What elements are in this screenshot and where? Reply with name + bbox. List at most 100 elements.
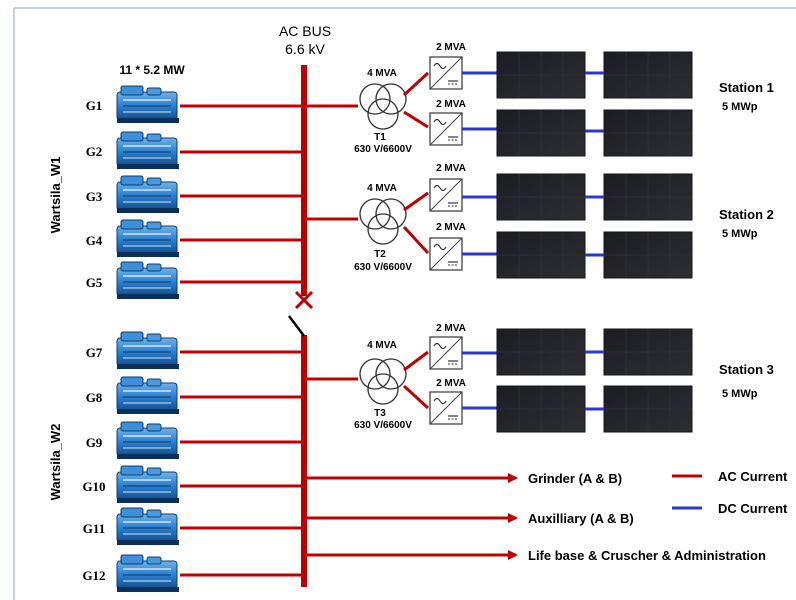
load-label: Life base & Cruscher & Administration [528, 548, 766, 563]
transformer-icon [359, 83, 407, 130]
generator-g5: G5 [86, 261, 304, 300]
generator-icon [116, 85, 180, 124]
inverter-rating: 2 MVA [436, 42, 466, 53]
generator-g12: G12 [82, 554, 304, 593]
transformer-id: T1 [374, 132, 386, 143]
station-2: 4 MVA T2 630 V/6600V 2 MVA 2 MVA Station… [304, 163, 774, 279]
pv-array-icon [603, 51, 693, 99]
transformer-rating: 4 MVA [367, 68, 397, 79]
pv-array-icon [496, 328, 586, 376]
inverter-icon [429, 112, 463, 146]
transformer-icon [359, 198, 407, 245]
transformer-id: T3 [374, 408, 386, 419]
generator-icon [116, 376, 180, 415]
generator-g11: G11 [83, 507, 304, 546]
group-label-w2: Wartsila_W2 [48, 424, 63, 501]
generator-label: G12 [82, 568, 105, 583]
generator-g1: G1 [86, 85, 304, 124]
generator-label: G8 [86, 390, 103, 405]
pv-array-icon [603, 109, 693, 157]
load-life-base: Life base & Cruscher & Administration [304, 548, 766, 563]
generator-icon [116, 465, 180, 504]
load-label: Grinder (A & B) [528, 471, 622, 486]
generator-g7: G7 [86, 331, 304, 370]
inverter-icon [429, 391, 463, 425]
generator-g9: G9 [86, 421, 304, 460]
inverter-rating: 2 MVA [436, 323, 466, 334]
generator-g8: G8 [86, 376, 304, 415]
station-capacity: 5 MWp [722, 388, 758, 400]
generator-icon [116, 175, 180, 214]
generator-label: G5 [86, 275, 103, 290]
legend-dc-label: DC Current [718, 501, 788, 516]
transformer-ratio: 630 V/6600V [354, 262, 412, 273]
generator-g4: G4 [86, 219, 304, 258]
transformer-rating: 4 MVA [367, 183, 397, 194]
inverter-icon [429, 56, 463, 90]
generator-label: G2 [86, 144, 103, 159]
transformer-ratio: 630 V/6600V [354, 420, 412, 431]
bus-voltage: 6.6 kV [285, 41, 325, 57]
station-capacity: 5 MWp [722, 101, 758, 113]
inverter-icon [429, 178, 463, 212]
inverter-icon [429, 237, 463, 271]
transformer-rating: 4 MVA [367, 340, 397, 351]
generator-label: G9 [86, 435, 103, 450]
transformer-id: T2 [374, 249, 386, 260]
load-label: Auxilliary (A & B) [528, 511, 634, 526]
inverter-feeder [403, 110, 429, 129]
inverter-feeder [402, 225, 430, 255]
pv-array-icon [603, 173, 693, 221]
pv-array-icon [496, 231, 586, 279]
station-name: Station 3 [719, 362, 774, 377]
generator-label: G11 [83, 521, 105, 536]
legend: AC Current DC Current [672, 469, 788, 516]
generator-icon [116, 261, 180, 300]
inverter-rating: 2 MVA [436, 163, 466, 174]
legend-ac-label: AC Current [718, 469, 788, 484]
pv-array-icon [496, 109, 586, 157]
generator-icon [116, 131, 180, 170]
station-3: 4 MVA T3 630 V/6600V 2 MVA 2 MVA Station… [304, 323, 774, 433]
pv-array-icon [603, 231, 693, 279]
generator-label: G10 [82, 479, 105, 494]
bus-tie-breaker [288, 290, 314, 337]
pv-array-icon [496, 51, 586, 99]
generator-icon [116, 507, 180, 546]
inverter-rating: 2 MVA [436, 222, 466, 233]
generator-g2: G2 [86, 131, 304, 170]
bus-title: AC BUS [279, 23, 331, 39]
transformer-icon [359, 358, 407, 405]
station-name: Station 2 [719, 207, 774, 222]
inverter-feeder [402, 71, 430, 97]
generator-g10: G10 [82, 465, 304, 504]
generator-label: G7 [86, 345, 103, 360]
pv-array-icon [603, 328, 693, 376]
generator-icon [116, 219, 180, 258]
generator-icon [116, 554, 180, 593]
inverter-feeder [402, 384, 430, 410]
station-1: 4 MVA T1 630 V/6600V 2 MVA 2 MVA Station… [304, 42, 774, 157]
group-label-w1: Wartsila_W1 [48, 157, 63, 234]
inverter-rating: 2 MVA [436, 378, 466, 389]
generator-label: G3 [86, 189, 103, 204]
transformer-ratio: 630 V/6600V [354, 144, 412, 155]
pv-array-icon [603, 385, 693, 433]
pv-array-icon [496, 173, 586, 221]
inverter-feeder [403, 350, 429, 372]
generator-icon [116, 331, 180, 370]
generator-label: G1 [86, 98, 103, 113]
station-name: Station 1 [719, 80, 774, 95]
generator-rating: 11 * 5.2 MW [119, 63, 185, 77]
inverter-icon [429, 336, 463, 370]
inverter-rating: 2 MVA [436, 99, 466, 110]
generator-label: G4 [86, 233, 103, 248]
inverter-feeder [403, 191, 429, 212]
load-grinder: Grinder (A & B) [304, 471, 622, 486]
generator-icon [116, 421, 180, 460]
load-auxiliary: Auxilliary (A & B) [304, 511, 634, 526]
pv-array-icon [496, 385, 586, 433]
generator-g3: G3 [86, 175, 304, 214]
